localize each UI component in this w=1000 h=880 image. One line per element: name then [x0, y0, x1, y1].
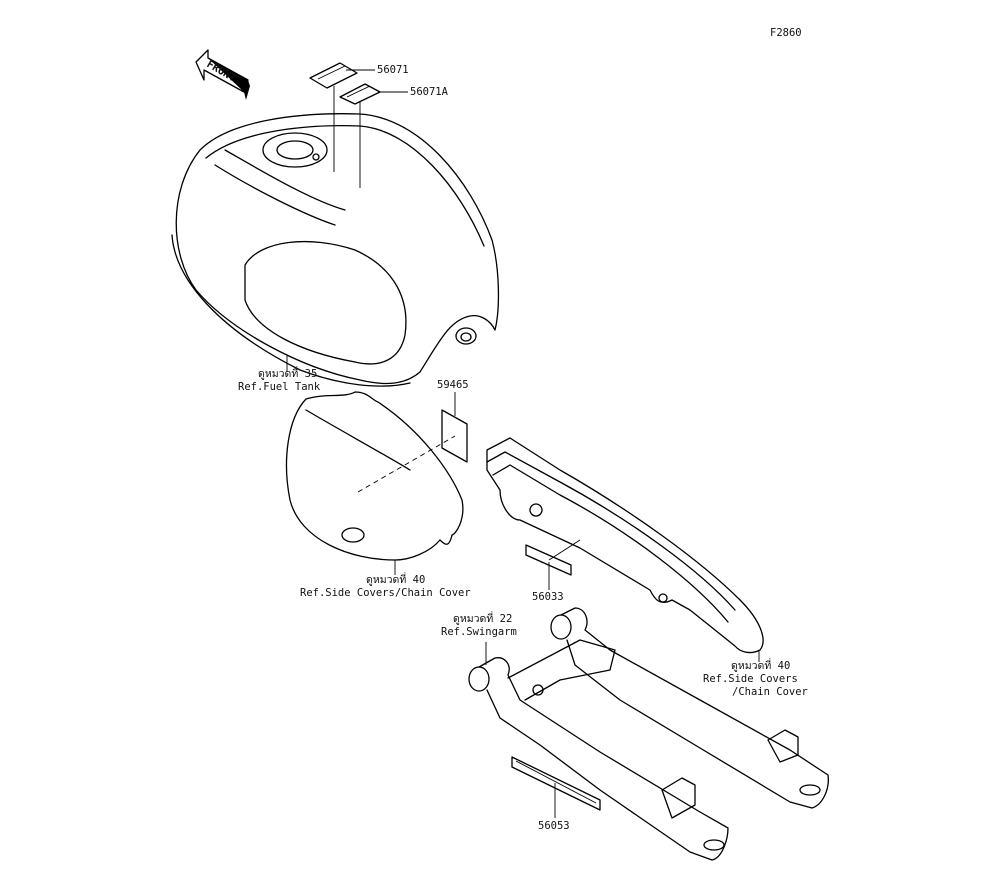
ref-swingarm-thai: ดูหมวดที่ 22	[453, 611, 512, 625]
part-number-56033: 56033	[532, 591, 564, 603]
part-number-56053: 56053	[538, 820, 570, 832]
label-56033[interactable]	[525, 544, 572, 576]
ref-chain-cover-2[interactable]: /Chain Cover	[732, 686, 808, 698]
ref-swingarm[interactable]: Ref.Swingarm	[441, 626, 517, 638]
chain-cover	[486, 437, 764, 654]
ref-side-cover[interactable]: Ref.Side Covers/Chain Cover	[300, 587, 471, 599]
fuel-tank: ดูหมวดที่ 35 Ref.Fuel Tank	[171, 113, 500, 393]
ref-fuel-tank[interactable]: Ref.Fuel Tank	[238, 381, 321, 393]
swingarm: ดูหมวดที่ 22 Ref.Swingarm	[441, 607, 829, 861]
part-number-59465: 59465	[437, 379, 469, 391]
label-56071A[interactable]: 56071A	[339, 83, 449, 188]
figure-code: F2860	[770, 27, 802, 39]
ref-chain-cover-thai: ดูหมวดที่ 40	[731, 658, 790, 672]
ref-side-cover-thai: ดูหมวดที่ 40	[366, 572, 425, 586]
part-number-56071: 56071	[377, 64, 409, 76]
front-arrow-icon: FRONT	[195, 49, 250, 100]
part-number-56071A: 56071A	[410, 86, 449, 98]
label-56071[interactable]: 56071	[309, 62, 409, 172]
svg-text:FRONT: FRONT	[205, 58, 238, 84]
ref-chain-cover-1[interactable]: Ref.Side Covers	[703, 673, 798, 685]
label-56053[interactable]	[511, 756, 601, 811]
side-cover-left: ดูหมวดที่ 40 Ref.Side Covers/Chain Cover	[285, 391, 471, 599]
ref-fuel-tank-thai: ดูหมวดที่ 35	[258, 366, 317, 380]
